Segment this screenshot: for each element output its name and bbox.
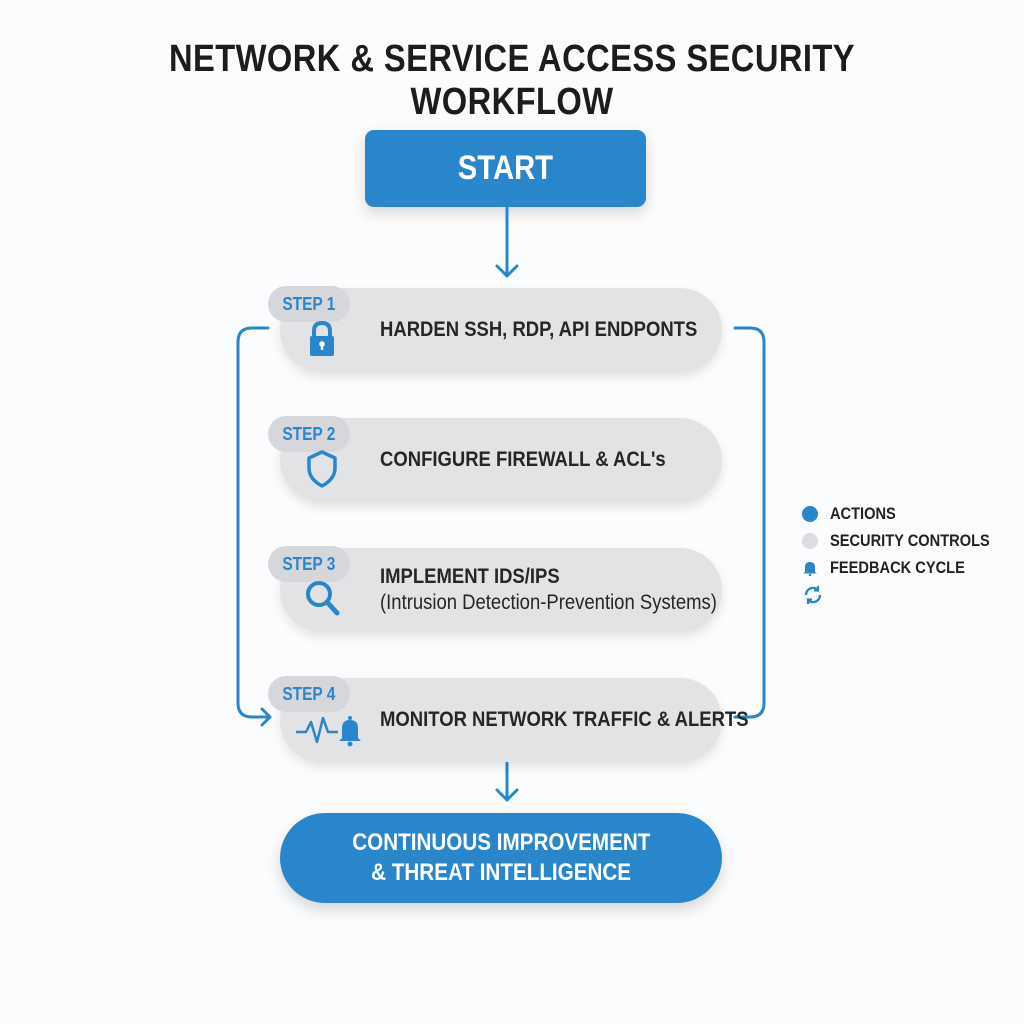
final-line-1: CONTINUOUS IMPROVEMENT bbox=[351, 829, 651, 856]
refresh-cycle-icon bbox=[804, 585, 822, 604]
magnifier-icon bbox=[306, 581, 340, 616]
gray-dot-icon bbox=[802, 532, 818, 549]
step-title: IMPLEMENT IDS/IPS bbox=[380, 565, 560, 588]
arrow-start-to-step1 bbox=[495, 205, 519, 278]
bell-icon bbox=[339, 716, 361, 747]
legend: ACTIONS SECURITY CONTROLS FEEDBACK CYCLE bbox=[802, 500, 1016, 608]
step-text: MONITOR NETWORK TRAFFIC & ALERTS bbox=[380, 678, 749, 762]
bell-icon bbox=[803, 561, 817, 576]
step-badge: STEP 2 bbox=[268, 416, 350, 452]
blue-dot-icon bbox=[802, 505, 818, 522]
pulse-bell-icon bbox=[296, 716, 361, 747]
step-text: IMPLEMENT IDS/IPS (Intrusion Detection-P… bbox=[380, 548, 717, 632]
arrow-step4-to-final bbox=[495, 761, 519, 802]
diagram-title: NETWORK & SERVICE ACCESS SECURITY WORKFL… bbox=[168, 38, 856, 123]
shield-icon bbox=[307, 450, 337, 488]
step-title: CONFIGURE FIREWALL & ACL's bbox=[380, 448, 666, 471]
step-badge: STEP 1 bbox=[268, 286, 350, 322]
feedback-loop-right bbox=[733, 326, 766, 719]
step-text: HARDEN SSH, RDP, API ENDPONTS bbox=[380, 288, 702, 372]
step-subtitle: (Intrusion Detection-Prevention Systems) bbox=[380, 591, 717, 614]
legend-item-actions: ACTIONS bbox=[802, 500, 1016, 527]
pulse-icon bbox=[296, 716, 338, 744]
start-node: START bbox=[365, 130, 646, 207]
legend-item-security-controls: SECURITY CONTROLS bbox=[802, 527, 1016, 554]
legend-item-refresh bbox=[802, 581, 1016, 608]
step-3-node: STEP 3 IMPLEMENT IDS/IPS (Intrusion Dete… bbox=[268, 546, 722, 632]
legend-item-feedback-cycle: FEEDBACK CYCLE bbox=[802, 554, 1016, 581]
step-2-node: STEP 2 CONFIGURE FIREWALL & ACL's bbox=[268, 416, 722, 502]
step-text: CONFIGURE FIREWALL & ACL's bbox=[380, 418, 702, 502]
step-4-node: STEP 4 MONITOR NETWORK TRAFFIC & ALERTS bbox=[268, 676, 749, 762]
final-node: CONTINUOUS IMPROVEMENT & THREAT INTELLIG… bbox=[280, 813, 722, 903]
step-badge: STEP 4 bbox=[268, 676, 350, 712]
lock-icon bbox=[310, 320, 334, 356]
step-1-node: STEP 1 HARDEN SSH, RDP, API ENDPONTS bbox=[268, 286, 722, 372]
final-line-2: & THREAT INTELLIGENCE bbox=[371, 859, 631, 886]
step-title: MONITOR NETWORK TRAFFIC & ALERTS bbox=[380, 708, 749, 731]
step-title: HARDEN SSH, RDP, API ENDPONTS bbox=[380, 318, 698, 341]
step-badge: STEP 3 bbox=[268, 546, 350, 582]
start-label: START bbox=[457, 149, 554, 187]
feedback-loop-left bbox=[236, 326, 272, 727]
